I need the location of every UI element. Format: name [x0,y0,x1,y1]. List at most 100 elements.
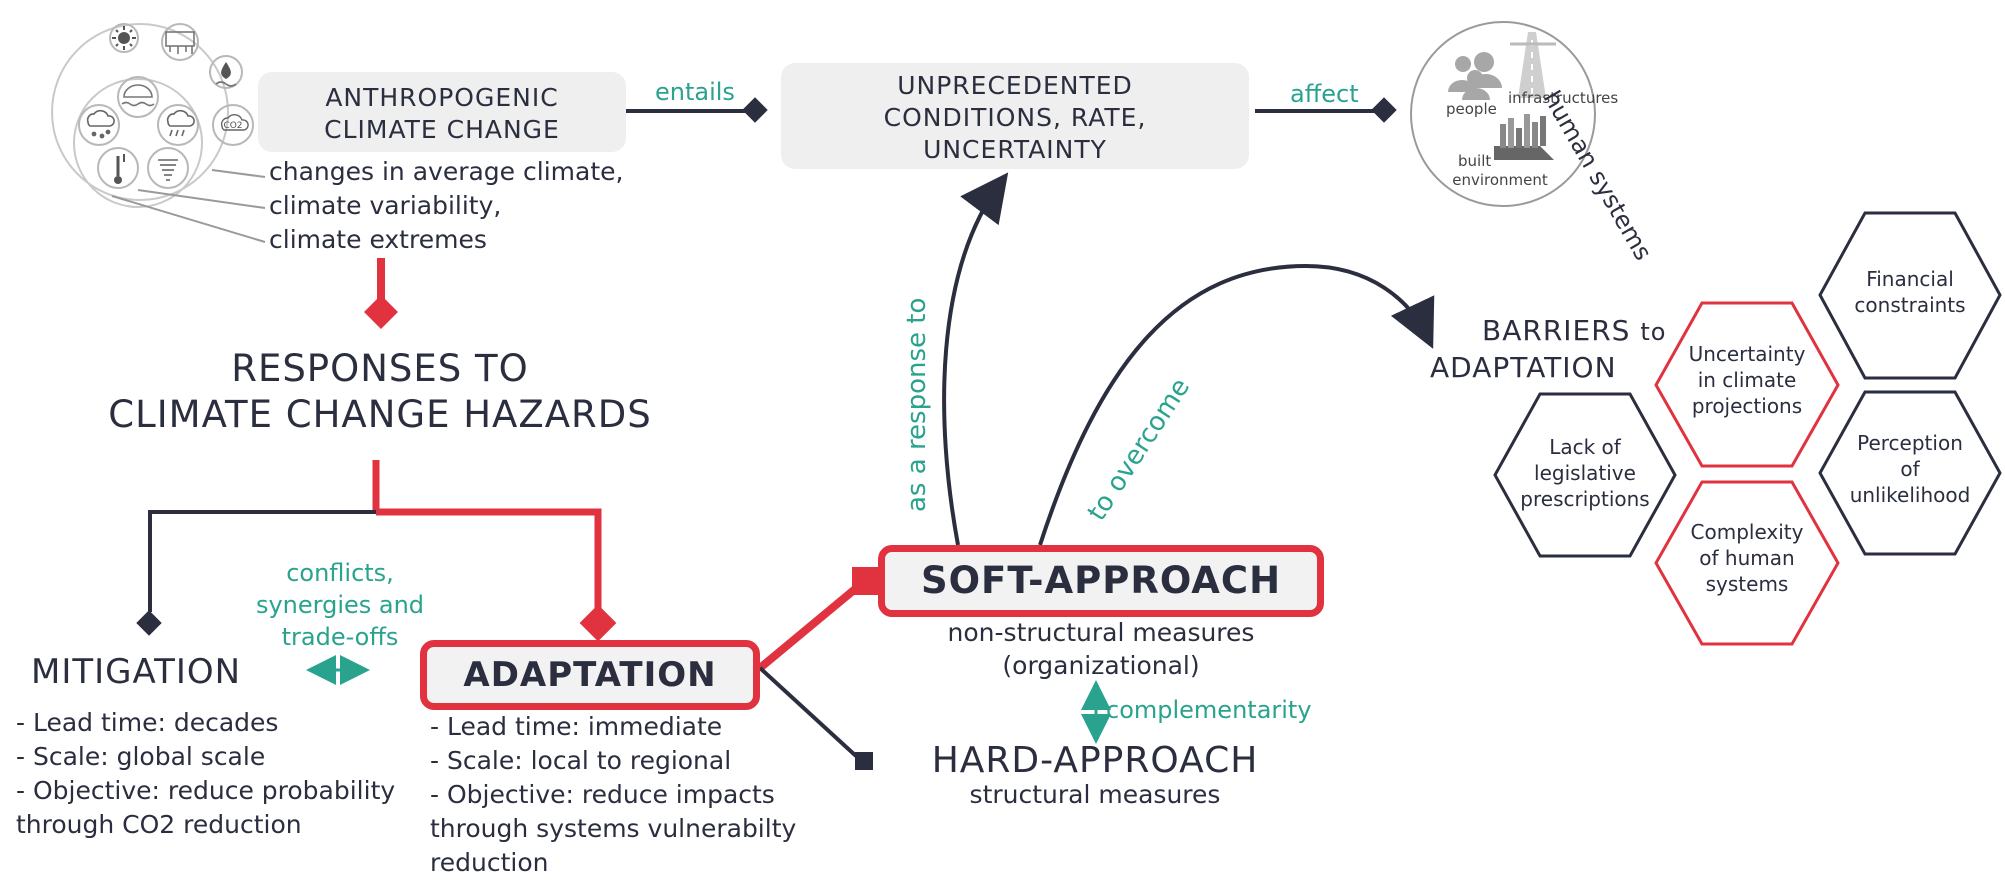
hex-line: in climate [1697,368,1797,392]
hex-line: of human [1699,546,1795,570]
adaptation-item: - Lead time: immediate [430,712,723,741]
climate-desc-line2: climate variability, [269,191,502,220]
barrier-complexity-text: Complexity of human systems [1667,519,1827,597]
adaptation-to-soft-connector [757,567,880,672]
adaptation-item: - Scale: local to regional [430,746,732,775]
hex-line: of [1900,457,1920,481]
built-environment-label: built environment [1440,152,1560,190]
soft-approach-subtitle: non-structural measures (organizational) [878,616,1324,682]
adaptation-title: ADAPTATION [463,655,717,695]
barrier-hex-legislative [1493,392,1677,558]
barriers-title: BARRIERS to ADAPTATION [1430,313,1670,386]
hard-approach-title: HARD-APPROACH [931,740,1259,781]
mitigation-title: MITIGATION [31,652,242,692]
hex-line: systems [1705,572,1789,596]
mitigation-item: - Lead time: decades [16,708,279,737]
hex-line: legislative [1534,461,1636,485]
adaptation-item: reduction [430,848,549,877]
conflicts-line1: conflicts, [286,559,394,587]
barriers-title-line2: ADAPTATION [1430,351,1617,384]
soft-sub-line1: non-structural measures [947,618,1255,647]
barrier-uncertainty-text: Uncertainty in climate projections [1667,341,1827,419]
road-icon [1510,32,1556,98]
adaptation-box: ADAPTATION [420,640,760,710]
soft-approach-box: SOFT-APPROACH [878,545,1324,617]
barriers-word: BARRIERS [1482,314,1631,347]
svg-text:CO2: CO2 [223,121,242,131]
climate-desc-line3: climate extremes [269,225,487,254]
frozen-ground-icon [165,31,195,54]
hex-line: unlikelihood [1849,483,1971,507]
climate-icon-cluster [51,23,266,243]
human-systems-circle [1410,21,1596,207]
mitigation-list: - Lead time: decades - Scale: global sca… [16,706,395,842]
unprecedented-line1: UNPRECEDENTED [897,71,1133,100]
adaptation-item: through systems vulnerabilty [430,814,797,843]
tornado-icon [158,159,178,181]
climate-change-title: ANTHROPOGENIC CLIMATE CHANGE [258,82,626,146]
barrier-hex-perception [1818,390,2002,556]
climate-change-title-line2: CLIMATE CHANGE [324,115,560,144]
hex-line: projections [1691,394,1803,418]
people-label: people [1446,100,1497,118]
to-overcome-arrow [1038,263,1435,546]
entails-connector [626,97,768,123]
responses-line2: CLIMATE CHANGE HAZARDS [108,393,652,436]
water-drop-icon [215,62,237,87]
cloud-rain-icon [86,109,115,139]
adaptation-list: - Lead time: immediate - Scale: local to… [430,710,796,880]
sun-icon [112,26,136,50]
responses-line1: RESPONSES TO [231,347,529,390]
climate-to-responses-connector [364,258,398,329]
unprecedented-box [781,63,1249,169]
barriers-to-word: to [1640,318,1667,346]
mitigation-item: through CO2 reduction [16,810,302,839]
responses-split-connector [136,460,617,642]
complementarity-label: complementarity [1106,696,1312,724]
infrastructures-label: infrastructures [1508,89,1619,107]
entails-label: entails [655,78,735,106]
unprecedented-line3: UNCERTAINTY [923,135,1107,164]
built-label-line2: environment [1452,171,1548,189]
barrier-financial-text: Financial constraints [1830,266,1990,318]
hex-line: Perception [1857,431,1963,455]
barrier-hex-financial [1818,211,2002,380]
barrier-perception-text: Perception of unlikelihood [1830,430,1990,508]
hex-line: Financial [1866,267,1954,291]
hex-line: Uncertainty [1688,342,1806,366]
climate-change-box [258,72,626,152]
buildings-icon [1494,114,1554,160]
conflicts-label: conflicts, synergies and trade-offs [240,557,440,653]
affect-label: affect [1290,80,1359,108]
co2-icon: CO2 [220,114,249,131]
soft-sub-line2: (organizational) [1002,651,1200,680]
climate-change-description: changes in average climate, climate vari… [269,155,623,257]
as-a-response-to-arrow [942,172,1009,546]
barrier-legislative-text: Lack of legislative prescriptions [1505,434,1665,512]
unprecedented-title: UNPRECEDENTED CONDITIONS, RATE, UNCERTAI… [781,70,1249,166]
climate-desc-line1: changes in average climate, [269,157,624,186]
people-icon [1448,52,1502,100]
hard-approach-subtitle: structural measures [969,780,1221,809]
hex-line: Lack of [1549,435,1621,459]
adaptation-item: - Objective: reduce impacts [430,780,775,809]
barrier-hex-complexity [1654,480,1840,646]
barriers-title-line1: BARRIERS to [1430,313,1670,350]
cloud-hail-icon [166,109,195,137]
unprecedented-line2: CONDITIONS, RATE, [883,103,1147,132]
hex-line: Complexity [1690,520,1804,544]
soft-approach-title: SOFT-APPROACH [920,559,1282,602]
as-a-response-to-label: as a response to [902,297,932,512]
thermometer-icon [114,154,125,184]
hex-line: prescriptions [1520,487,1650,511]
barrier-hex-uncertainty [1654,301,1840,468]
conflicts-line2: synergies and [255,591,425,619]
ice-melt-icon [121,84,155,107]
adaptation-to-hard-connector [758,666,873,770]
hex-line: constraints [1854,293,1966,317]
mitigation-item: - Scale: global scale [16,742,266,771]
climate-change-title-line1: ANTHROPOGENIC [325,83,559,112]
mitigation-item: - Objective: reduce probability [16,776,396,805]
responses-title: RESPONSES TO CLIMATE CHANGE HAZARDS [90,346,670,438]
